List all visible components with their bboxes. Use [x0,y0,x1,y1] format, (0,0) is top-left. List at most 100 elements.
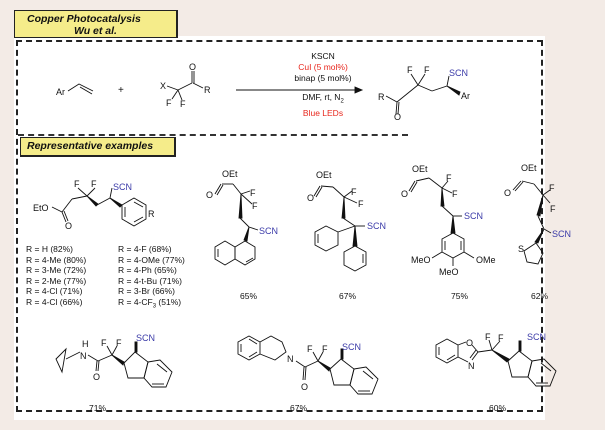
label-f: F [424,65,430,75]
conditions-below: DMF, rt, N2 Blue LEDs [268,92,378,119]
reaction-arrow [236,86,364,94]
label-o: O [401,189,408,199]
label-f: F [101,338,107,348]
label-o: O [504,188,511,198]
label-r: R [148,209,155,219]
reactant-difluoro-ketone: X F F O R [160,62,211,109]
label-o: O [394,112,401,122]
substituent-item: R = 4-F (68%) [118,244,172,254]
solvent-conditions: DMF, rt, N2 [302,92,344,105]
substituent-item: R = 4-Ph (65%) [118,265,177,275]
label-scn: SCN [552,229,571,239]
yield-cyclopropylamide: 71% [89,403,107,413]
yield-naphthyl: 65% [240,291,258,301]
label-f: F [116,338,122,348]
label-ome: OMe [476,255,496,265]
label-oet: OEt [316,170,332,180]
label-scn: SCN [449,68,468,78]
title-line1: Copper Photocatalysis [27,13,141,25]
substituent-item: R = 4-Cl (71%) [26,286,83,296]
label-n: N [287,354,294,364]
substituent-item: R = H (82%) [26,244,73,254]
label-f: F [307,344,313,354]
label-h: H [82,339,89,349]
label-scn: SCN [527,332,546,342]
substituent-item: R = 4-Me (80%) [26,254,87,265]
dashed-frame [16,40,543,412]
label-ar: Ar [461,91,470,101]
title-line2: Wu et al. [74,25,117,37]
substituent-item: R = 4-OMe (77%) [118,254,185,265]
label-oet: OEt [521,163,537,173]
label-f: F [550,204,556,214]
substituent-item: R = 4-CF3 (51%) [118,296,182,310]
substituent-item: R = 4-Cl (66%) [26,296,83,307]
label-s: S [518,244,524,254]
substituent-item: R = 2-Me (77%) [26,275,87,286]
catalyst-cui: CuI (5 mol%) [298,62,348,72]
label-f: F [252,201,258,211]
compound-benzoxazole-indane: O N F F SCN [435,332,557,387]
label-f: F [485,332,491,342]
label-scn: SCN [259,226,278,236]
label-scn: SCN [113,182,132,192]
label-f: F [358,199,364,209]
reagent-kscn: KSCN [311,51,335,61]
label-r: R [204,85,211,95]
label-f: F [452,189,458,199]
label-o: O [65,221,72,231]
label-x: X [160,81,166,91]
light-source: Blue LEDs [302,107,344,118]
scheme-panel [14,36,545,420]
scaffold-structure: EtO O F F SCN R [33,179,155,231]
label-scn: SCN [342,342,361,352]
label-oet: OEt [222,169,238,179]
compound-cyclopropylamide-indane: H N O F F SCN [55,333,173,388]
substituent-item: R = 4-t-Bu (71%) [118,275,183,286]
label-o: O [189,62,196,72]
label-o: O [466,338,473,348]
label-scn: SCN [464,211,483,221]
label-f: F [74,179,80,189]
product-structure: R O F F SCN Ar [378,65,470,122]
label-f: F [322,344,328,354]
compound-thienyl: OEt O F F SCN S [504,163,571,265]
label-o: O [307,193,314,203]
reactant-styrene: Ar [56,83,94,97]
label-o: O [206,190,213,200]
label-ar: Ar [56,87,65,97]
yield-thienyl: 62% [531,291,549,301]
label-f: F [498,333,504,343]
label-scn: SCN [367,221,386,231]
label-f: F [180,99,186,109]
label-meo: MeO [439,267,459,277]
compound-naphthyl: OEt O F F SCN [206,169,278,266]
label-f: F [549,183,555,193]
section-divider [18,134,408,136]
label-f: F [166,98,172,108]
substituent-item: R = 3-Br (66%) [118,286,175,296]
label-n: N [80,351,87,361]
label-n: N [468,361,475,371]
title-box: Copper Photocatalysis Wu et al. [14,10,178,38]
yield-trimethoxy: 75% [451,291,469,301]
substituent-list-left: R = H (82%) R = 4-Me (80%) R = 3-Me (72%… [26,244,86,307]
plus-sign: + [118,85,124,96]
compound-tetrahydroisoquinoline-indane: N O F F SCN [237,335,379,395]
yield-diphenyl: 67% [339,291,357,301]
section-label: Representative examples [20,137,176,157]
label-o: O [93,372,100,382]
label-oet: OEt [412,164,428,174]
label-f: F [407,65,413,75]
substituent-item: R = 3-Me (72%) [26,265,87,275]
label-eto: EtO [33,203,49,213]
label-f: F [91,179,97,189]
label-o: O [301,382,308,392]
label-f: F [250,188,256,198]
compound-trimethoxyphenyl: OEt O F F SCN MeO MeO OMe [401,164,496,277]
ligand-binap: binap (5 mol%) [294,73,352,83]
label-f: F [446,173,452,183]
label-meo: MeO [411,255,431,265]
yield-benzoxazole: 60% [489,403,507,413]
